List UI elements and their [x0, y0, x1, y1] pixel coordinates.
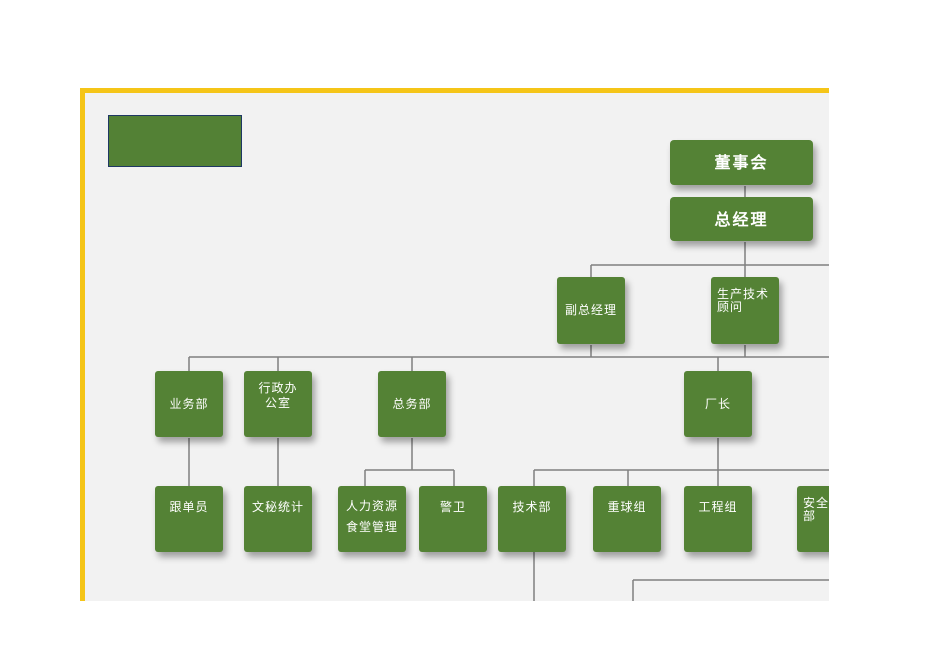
engineering-group-box: 工程组 [684, 486, 752, 552]
safety-dept-box: 安全 部 [797, 486, 829, 552]
board-box: 董事会 [670, 140, 813, 185]
secretary-box: 文秘统计 [244, 486, 312, 552]
tech-advisor-box: 生产技术 顾问 [711, 277, 779, 344]
deputy-gm-box: 副总经理 [557, 277, 625, 344]
sales-dept-box: 业务部 [155, 371, 223, 437]
general-manager-box: 总经理 [670, 197, 813, 241]
connector-lines [188, 186, 829, 601]
admin-office-box: 行政办 公室 [244, 371, 312, 437]
diagram-viewport: 董事会 总经理 副总经理 生产技术 顾问 业务部 行政办 公室 总务部 厂长 跟… [80, 88, 829, 601]
tech-dept-box: 技术部 [498, 486, 566, 552]
hr-canteen-box: 人力资源 食堂管理 [338, 486, 406, 552]
follower-box: 跟单员 [155, 486, 223, 552]
guard-box: 警卫 [419, 486, 487, 552]
ball-group-box: 重球组 [593, 486, 661, 552]
legend-box [108, 115, 242, 167]
canteen-label: 食堂管理 [345, 520, 398, 534]
hr-label: 人力资源 [345, 499, 398, 513]
factory-director-box: 厂长 [684, 371, 752, 437]
general-affairs-box: 总务部 [378, 371, 446, 437]
